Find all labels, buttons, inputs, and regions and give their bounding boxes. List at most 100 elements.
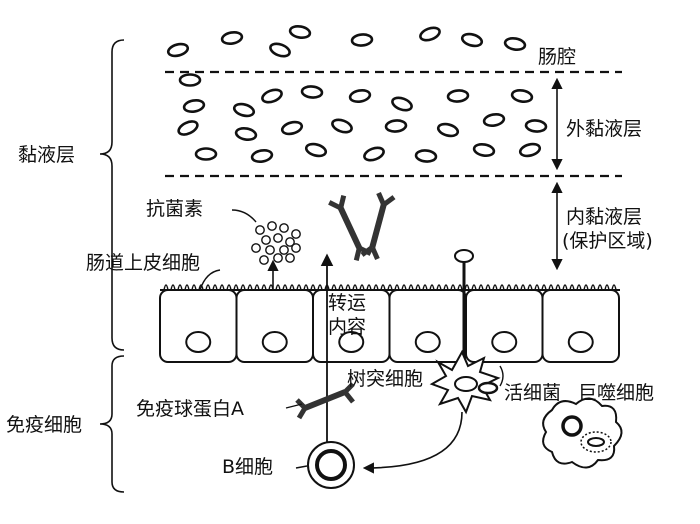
lumen-bacterium bbox=[178, 73, 202, 87]
microvillus bbox=[275, 284, 281, 291]
antibiotic-molecule bbox=[285, 237, 295, 247]
microvillus bbox=[471, 284, 477, 291]
microvillus bbox=[212, 284, 218, 291]
lumen-bacterium bbox=[288, 25, 312, 39]
microvillus bbox=[408, 284, 414, 291]
microvillus bbox=[492, 284, 498, 291]
outer-mucus-bacterium bbox=[177, 120, 199, 136]
microvillus bbox=[254, 284, 260, 291]
antibiotic-molecule bbox=[273, 233, 283, 243]
label-inner-mucus-note: (保护区域) bbox=[562, 230, 653, 252]
outer-mucus-bacterium bbox=[524, 119, 548, 133]
antibiotic-molecule bbox=[291, 229, 301, 239]
outer-mucus-bacterium bbox=[363, 146, 385, 162]
lumen-bacterium bbox=[350, 33, 374, 47]
antibody-in-mucus-2 bbox=[360, 192, 396, 260]
microvillus bbox=[527, 284, 533, 291]
label-immunoglobulin-a: 免疫球蛋白A bbox=[136, 398, 244, 420]
epithelial-cell-nucleus bbox=[491, 331, 518, 353]
microvillus bbox=[485, 284, 491, 291]
macrophage-engulfed-bacterium bbox=[587, 437, 605, 447]
outer-mucus-bacterium bbox=[250, 149, 274, 163]
microvillus bbox=[198, 284, 204, 291]
outer-mucus-bacteria bbox=[177, 85, 548, 163]
iga-antibody bbox=[295, 382, 355, 420]
antibiotic-pointer-line bbox=[231, 209, 257, 223]
microvillus bbox=[310, 284, 316, 291]
outer-mucus-bacterium bbox=[331, 118, 353, 134]
antibiotic-molecule bbox=[261, 235, 271, 245]
microvillus bbox=[401, 284, 407, 291]
b-cell-pointer-line bbox=[295, 465, 308, 469]
microvillus bbox=[317, 284, 323, 291]
microvillus bbox=[268, 284, 274, 291]
microvillus bbox=[555, 284, 561, 291]
outer-mucus-bacterium bbox=[280, 120, 304, 136]
label-dendritic-cell: 树突细胞 bbox=[347, 368, 424, 390]
microvillus bbox=[219, 284, 225, 291]
label-immune-cells: 免疫细胞 bbox=[6, 414, 83, 436]
microvillus bbox=[177, 284, 183, 291]
microvillus bbox=[331, 284, 337, 291]
label-b-cell: B细胞 bbox=[222, 456, 274, 478]
microvillus bbox=[534, 284, 540, 291]
microvillus bbox=[303, 284, 309, 291]
microvillus bbox=[170, 284, 176, 291]
immune-cells-bracket bbox=[99, 355, 125, 493]
microvillus bbox=[548, 284, 554, 291]
label-lumen: 肠腔 bbox=[538, 46, 577, 68]
antibiotic-molecule bbox=[273, 253, 283, 263]
mucus-layer-bracket bbox=[99, 39, 125, 351]
microvillus bbox=[569, 284, 575, 291]
outer-mucus-bacterium bbox=[304, 142, 328, 158]
outer-mucus-bacterium bbox=[391, 96, 413, 112]
microvillus bbox=[583, 284, 589, 291]
outer-mucus-bacterium bbox=[300, 85, 324, 99]
microvillus bbox=[394, 284, 400, 291]
microvillus bbox=[373, 284, 379, 291]
microvillus bbox=[436, 284, 442, 291]
microvillus bbox=[296, 284, 302, 291]
antibiotic-molecule-cluster bbox=[251, 221, 301, 265]
microvillus bbox=[520, 284, 526, 291]
microvillus bbox=[261, 284, 267, 291]
microvillus bbox=[443, 284, 449, 291]
outer-mucus-bacterium bbox=[182, 99, 206, 113]
microvillus bbox=[387, 284, 393, 291]
label-live-bacteria: 活细菌 bbox=[504, 382, 562, 404]
microvillus bbox=[226, 284, 232, 291]
microvillus bbox=[163, 284, 169, 291]
microvillus bbox=[184, 284, 190, 291]
intestinal-epithelium bbox=[159, 284, 620, 363]
label-inner-mucus: 内黏液层 bbox=[566, 206, 643, 228]
epithelial-cell-nucleus bbox=[338, 331, 365, 353]
microvillus bbox=[247, 284, 253, 291]
microvillus bbox=[562, 284, 568, 291]
label-outer-mucus: 外黏液层 bbox=[566, 118, 643, 140]
iga-pointer-line bbox=[285, 403, 303, 409]
lumen-bacterium bbox=[419, 26, 441, 42]
microvillus bbox=[590, 284, 596, 291]
antibiotic-molecule bbox=[251, 243, 261, 253]
lumen-bacterium bbox=[220, 31, 244, 45]
epithelial-pointer-line bbox=[199, 269, 221, 291]
antibiotic-molecule bbox=[265, 245, 275, 255]
b-cell-nucleus bbox=[315, 449, 347, 481]
microvillus bbox=[597, 284, 603, 291]
dendritic-engulfed-bacterium bbox=[477, 381, 499, 395]
label-transport-1: 转运 bbox=[328, 292, 367, 314]
lumen-bacterium bbox=[460, 32, 484, 48]
outer-mucus-bacterium bbox=[436, 122, 460, 138]
lumen-bacterium bbox=[166, 42, 190, 58]
microvillus bbox=[541, 284, 547, 291]
outer-mucus-bacterium bbox=[348, 89, 372, 103]
label-antibiotic: 抗菌素 bbox=[146, 198, 204, 220]
microvillus bbox=[499, 284, 505, 291]
antibiotic-molecule bbox=[267, 221, 277, 231]
epithelial-cell-nucleus bbox=[261, 331, 288, 353]
microvillus bbox=[513, 284, 519, 291]
microvillus bbox=[282, 284, 288, 291]
microvillus bbox=[415, 284, 421, 291]
microvillus bbox=[457, 284, 463, 291]
